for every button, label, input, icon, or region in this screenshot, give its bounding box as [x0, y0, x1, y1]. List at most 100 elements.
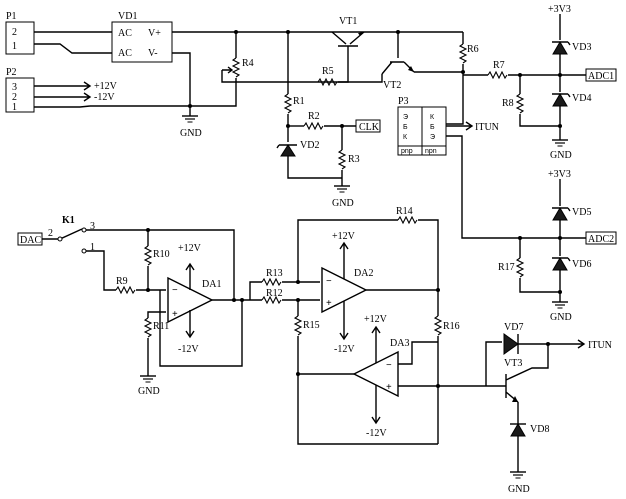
p2-pin2: 2: [12, 92, 17, 103]
da1-vplus-arrow: [185, 262, 195, 290]
p3-k1: К: [403, 134, 408, 141]
adc2-label: ADC2: [588, 234, 614, 245]
wire-k1-pin3: [86, 229, 235, 298]
r15-label: R15: [303, 320, 320, 331]
itun2-label: ITUN: [588, 340, 612, 351]
da3-minus: −: [386, 360, 392, 371]
resistor-r8: [516, 93, 524, 114]
resistor-r11: [144, 317, 152, 338]
da2-plus: +: [326, 298, 332, 309]
resistor-r7: [487, 71, 508, 79]
da2-vplus-arrow: [339, 241, 349, 279]
da2-vminus-arrow: [339, 301, 349, 341]
wire-minus12-p2: [34, 92, 92, 102]
zener-vd2: [280, 144, 296, 157]
vt1-label: VT1: [339, 16, 357, 27]
da2-plus12: +12V: [332, 231, 356, 242]
zener-vd5-bar: [552, 207, 571, 212]
junction-dot: [232, 298, 236, 302]
wire-r5-vt1: [338, 46, 349, 83]
wire-vd1-vminus: [172, 52, 191, 116]
transistor-vt1: VT1: [331, 16, 365, 47]
connector-p2: P2 3 2 1: [5, 67, 35, 113]
r9-label: R9: [116, 276, 128, 287]
socket-p3: P3 Э Б К К Б Э pnp npn: [397, 96, 447, 156]
r13-label: R13: [266, 268, 283, 279]
junction-dot: [558, 124, 562, 128]
ground-symbol-3: [551, 139, 569, 147]
da1-label: DA1: [202, 279, 221, 290]
wire-r17-bottom: [519, 278, 560, 293]
p3-label: P3: [398, 96, 409, 107]
p3-e1: Э: [403, 114, 408, 121]
p1-pin1: 1: [12, 41, 17, 52]
r5-label: R5: [322, 66, 334, 77]
clk-label: CLK: [359, 122, 380, 133]
resistor-r15: [294, 315, 302, 336]
p1-pin2: 2: [12, 27, 17, 38]
p2-body: [5, 77, 35, 113]
diode-vd8: [510, 423, 526, 437]
p3-npn: npn: [425, 148, 437, 155]
gnd2-label: GND: [332, 198, 354, 209]
junction-dot: [296, 372, 300, 376]
zener-vd6: [552, 257, 568, 271]
k1-pin3: 3: [90, 221, 95, 232]
gnd6-label: GND: [508, 484, 530, 495]
gnd5-label: GND: [138, 386, 160, 397]
zener-vd6-bar: [552, 257, 571, 262]
bridge-vd1: VD1 AC AC V+ V-: [111, 11, 173, 63]
r10-label: R10: [153, 249, 170, 260]
resistor-r3: [338, 149, 346, 170]
wire-r4-bottom: [190, 78, 237, 107]
p3-k2: К: [430, 114, 435, 121]
v33-top-label: +3V3: [548, 4, 571, 15]
da1-plus12: +12V: [178, 243, 202, 254]
ground-symbol-2: [333, 185, 351, 193]
resistor-r10: [144, 245, 152, 266]
r16-label: R16: [443, 321, 460, 332]
k1-label: K1: [62, 215, 75, 226]
k1-pin1: 1: [90, 242, 95, 253]
vd5-label: VD5: [572, 207, 591, 218]
zener-vd2-bar: [276, 144, 297, 149]
resistor-r9: [115, 286, 136, 294]
r2-label: R2: [308, 111, 320, 122]
vd6-label: VD6: [572, 259, 591, 270]
resistor-r16: [434, 315, 442, 336]
da3-label: DA3: [390, 338, 409, 349]
vd1-vminus: V-: [148, 48, 158, 59]
p3-b2: Б: [430, 124, 435, 131]
vd2-label: VD2: [300, 140, 319, 151]
da1-vminus-arrow: [185, 310, 195, 339]
zener-vd5: [552, 207, 568, 221]
wire-plus12-p2: [34, 81, 92, 91]
da3-vminus-arrow: [371, 385, 381, 425]
wire-itun1: [446, 121, 474, 131]
p1-label: P1: [6, 11, 17, 22]
zener-vd3-bar: [552, 41, 571, 46]
da2-minus12: -12V: [334, 344, 355, 355]
vd1-ac1: AC: [118, 28, 132, 39]
wire-da1-feedback: [159, 290, 243, 367]
wire-vd7-left: [485, 341, 502, 386]
da1-minus12: -12V: [178, 344, 199, 355]
transistor-vt3: VT3: [486, 344, 549, 403]
vt2-label: VT2: [383, 80, 401, 91]
wire-k1-pin1: [86, 250, 116, 291]
wire-r6-bottom: [446, 64, 464, 125]
resistor-r13: [261, 278, 282, 286]
k1-pin2: 2: [48, 228, 53, 239]
vd7-label: VD7: [504, 322, 523, 333]
clk-port: [355, 119, 381, 133]
vd1-ac2: AC: [118, 48, 132, 59]
adc1-label: ADC1: [588, 71, 614, 82]
da3-minus12: -12V: [366, 428, 387, 439]
r7-label: R7: [493, 60, 505, 71]
p3-b1: Б: [403, 124, 408, 131]
ground-symbol-4: [551, 301, 569, 309]
da1-minus: −: [172, 285, 178, 296]
junction-dot: [436, 384, 440, 388]
vd8-label: VD8: [530, 424, 549, 435]
